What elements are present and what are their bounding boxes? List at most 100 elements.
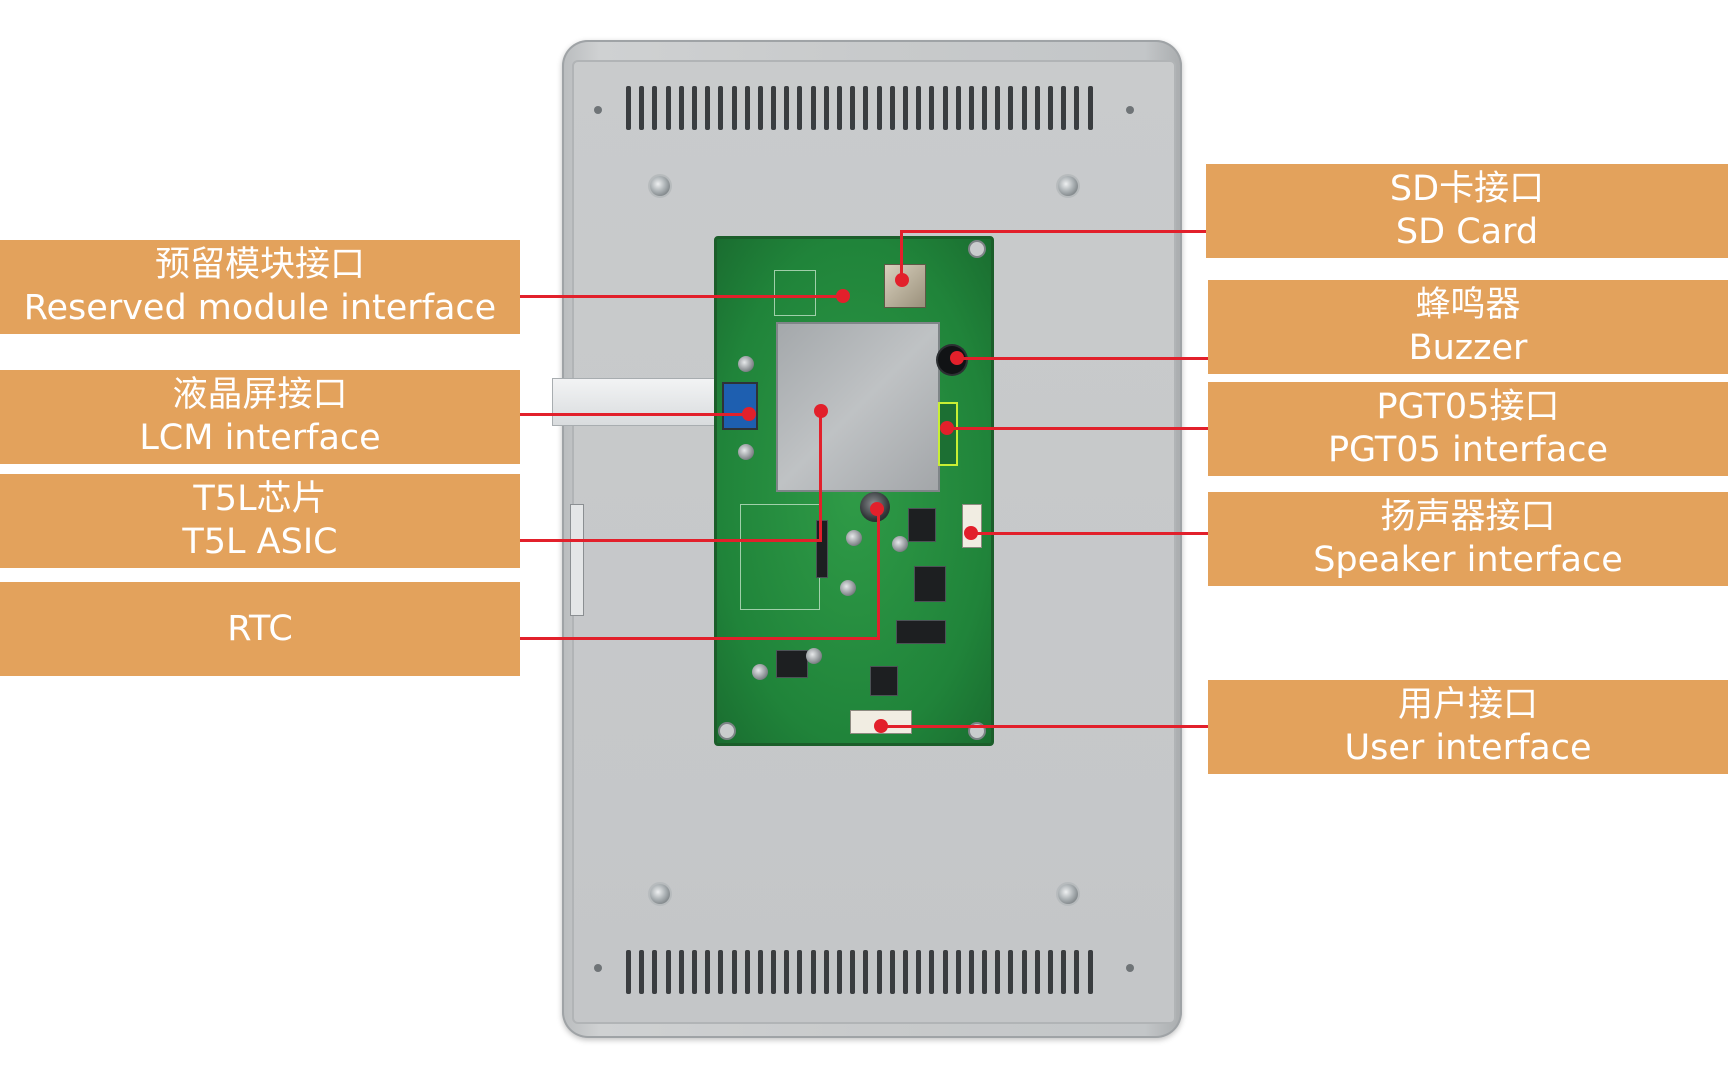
vent-slot [1021,86,1027,130]
pcb-mount-hole [968,240,986,258]
ic-chip [776,650,808,678]
leader-line-buzzer [958,357,1208,360]
callout-t5l-en: T5L ASIC [182,522,338,562]
vent-slot [744,86,750,130]
callout-reserved-zh: 预留模块接口 [154,245,365,285]
callout-pgt05-zh: PGT05接口 [1376,387,1560,427]
leader-line-rtc-h [520,637,880,640]
callout-lcm: 液晶屏接口 LCM interface [0,370,520,464]
callout-speaker-zh: 扬声器接口 [1380,497,1556,537]
leader-pin-speaker [964,526,978,540]
screw-hole [1126,106,1134,114]
vent-slot [626,950,631,994]
callout-lcm-zh: 液晶屏接口 [172,375,348,415]
capacitor [846,530,862,546]
vent-slot [942,950,948,994]
vent-slot [1087,950,1093,994]
vent-slot [1021,950,1027,994]
callout-reserved-en: Reserved module interface [23,288,497,328]
callout-lcm-en: LCM interface [139,418,381,458]
vent-slot [665,950,671,994]
capacitor [738,356,754,372]
pcb-mount-hole [718,722,736,740]
vent-slot [837,950,842,994]
vent-slot [916,950,922,994]
vent-slot [876,950,882,994]
vent-slot [810,950,816,994]
capacitor [840,580,856,596]
capacitor [738,444,754,460]
vent-slot [968,86,974,130]
vent-slot [1048,950,1053,994]
leader-pin-user [874,719,888,733]
vent-slot [837,86,842,130]
leader-line-lcm [520,413,748,416]
vent-slot [1034,950,1040,994]
vent-slot [1087,86,1093,130]
vent-slot [995,86,1001,130]
capacitor [806,648,822,664]
leader-pin-buzzer [950,351,964,365]
vent-slot [705,950,711,994]
ic-chip [908,508,936,542]
mounting-standoff [1058,884,1078,904]
callout-speaker-en: Speaker interface [1313,540,1623,580]
bottom-vent-slots [626,950,1093,994]
callout-user-zh: 用户接口 [1397,685,1538,725]
mounting-standoff [1058,176,1078,196]
ic-chip [870,666,898,696]
mounting-standoff [650,176,670,196]
vent-slot [1048,86,1053,130]
leader-line-sd-h [903,230,1206,233]
vent-slot [863,950,869,994]
vent-slot [771,950,777,994]
callout-pgt05: PGT05接口 PGT05 interface [1208,382,1728,476]
side-slot [570,504,584,616]
t5l-shield-plate [776,322,940,492]
vent-slot [731,950,737,994]
leader-pin-pgt05 [940,421,954,435]
vent-slot [850,86,856,130]
vent-slot [665,86,671,130]
leader-line-reserved [520,295,842,298]
leader-line-sd-v [900,230,903,278]
leader-pin-rtc [870,502,884,516]
vent-slot [902,86,908,130]
vent-slot [1034,86,1040,130]
leader-line-t5l-h [520,539,822,542]
callout-sd-zh: SD卡接口 [1389,169,1545,209]
vent-slot [916,86,922,130]
callout-sd-en: SD Card [1395,212,1539,252]
vent-slot [718,950,724,994]
vent-slot [1008,950,1014,994]
callout-pgt05-en: PGT05 interface [1327,430,1609,470]
vent-slot [889,86,895,130]
leader-pin-lcm [742,407,756,421]
lcm-connector [722,382,758,430]
vent-slot [1061,86,1067,130]
vent-slot [995,950,1001,994]
vent-slot [968,950,974,994]
vent-slot [705,86,711,130]
vent-slot [982,86,988,130]
callout-buzzer-zh: 蜂鸣器 [1415,285,1521,325]
vent-slot [929,950,935,994]
callout-reserved-module: 预留模块接口 Reserved module interface [0,240,520,334]
vent-slot [955,950,961,994]
vent-slot [718,86,724,130]
vent-slot [1061,950,1067,994]
top-vent-slots [626,86,1093,130]
vent-slot [731,86,737,130]
vent-slot [744,950,750,994]
ic-chip [914,566,946,602]
callout-speaker: 扬声器接口 Speaker interface [1208,492,1728,586]
ic-chip [896,620,946,644]
callout-rtc: RTC [0,582,520,676]
screw-hole [594,106,602,114]
callout-user: 用户接口 User interface [1208,680,1728,774]
capacitor [752,664,768,680]
leader-pin-sd [895,273,909,287]
vent-slot [771,86,777,130]
vent-slot [757,950,763,994]
